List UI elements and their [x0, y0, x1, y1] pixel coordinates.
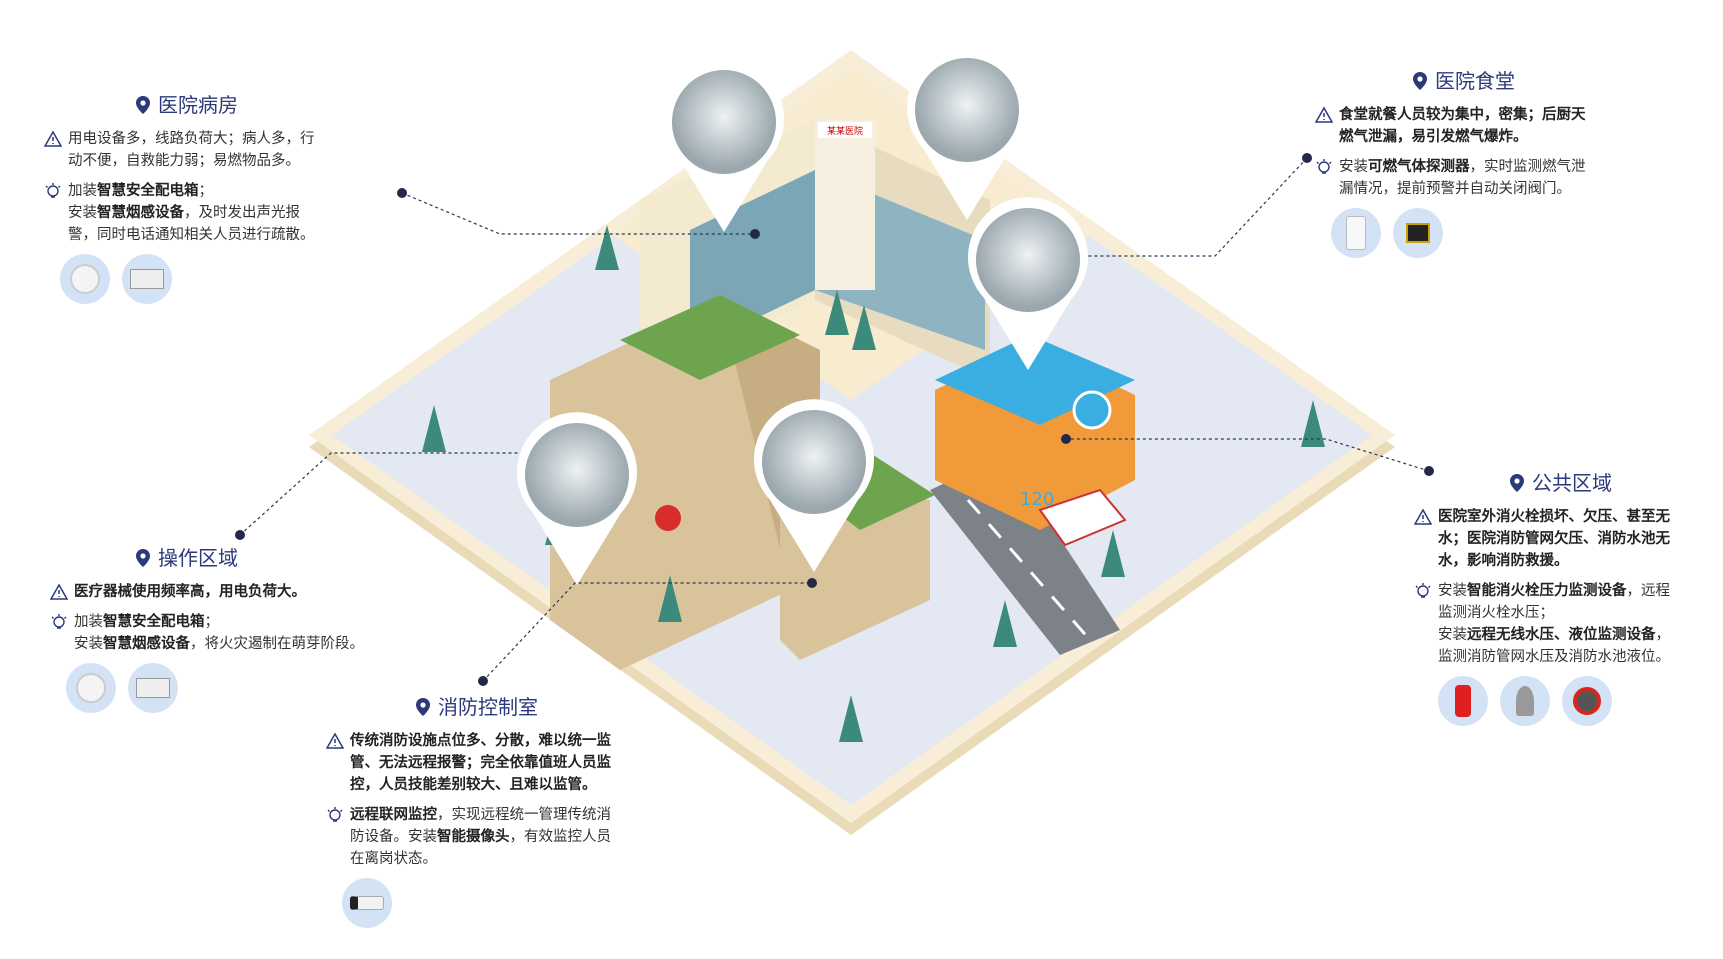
warning-icon [326, 732, 344, 749]
section-title: 消防控制室 [438, 695, 538, 719]
solution-text: 远程联网监控，实现远程统一管理传统消 防设备。安装智能摄像头，有效监控人员 在离… [350, 807, 611, 867]
lightbulb-icon [51, 614, 67, 629]
lightbulb-icon [45, 183, 61, 198]
solution-text: 安装可燃气体探测器，实时监测燃气泄 漏情况，提前预警并自动关闭阀门。 [1339, 159, 1586, 197]
smoke-detector-device [66, 663, 116, 713]
risk-text: 医院室外消火栓损坏、欠压、甚至无 水；医院消防管网欠压、消防水池无 水，影响消防… [1438, 509, 1670, 569]
pressure-sensor-device [1500, 676, 1550, 726]
emergency-building [935, 335, 1135, 530]
level-sensor-device [1562, 676, 1612, 726]
section-public: 公共区域 医院室外消火栓损坏、欠压、甚至无 水；医院消防管网欠压、消防水池无 水… [1414, 472, 1714, 726]
section-title: 公共区域 [1532, 471, 1612, 495]
section-control-room: 消防控制室 传统消防设施点位多、分散，难以统一监 管、无法远程报警；完全依靠值班… [326, 696, 646, 928]
ambulance: 120 [1020, 488, 1127, 547]
section-title: 医院食堂 [1435, 69, 1515, 93]
gas-detector-device [1331, 208, 1381, 258]
section-title: 医院病房 [158, 93, 238, 117]
photo-pin-canteen [906, 47, 1027, 220]
warning-icon [1414, 508, 1432, 525]
distribution-box-device [128, 663, 178, 713]
distribution-box-device [122, 254, 172, 304]
svg-text:某某医院: 某某医院 [827, 125, 863, 137]
connector-dots [235, 153, 1434, 686]
hospital-sign [818, 122, 872, 138]
smoke-detector-device [60, 254, 110, 304]
section-operation: 操作区域 医疗器械使用频率高，用电负荷大。 加装智慧安全配电箱； 安装智慧烟感设… [50, 547, 410, 713]
location-pin-icon [136, 549, 150, 567]
location-pin-icon [136, 96, 150, 114]
risk-text: 用电设备多，线路负荷大；病人多，行 动不便，自救能力弱；易燃物品多。 [68, 131, 315, 169]
lightbulb-icon [1316, 159, 1332, 174]
photo-pins [516, 47, 1089, 585]
photo-pin-ward [664, 59, 785, 232]
fire-hydrant-device [1438, 676, 1488, 726]
main-hospital-building: 某某医院 [640, 120, 990, 380]
warning-icon [44, 130, 62, 147]
photo-pin-control-room [754, 399, 875, 572]
road [930, 455, 1120, 655]
location-pin-icon [1413, 72, 1427, 90]
section-ward: 医院病房 用电设备多，线路负荷大；病人多，行 动不便，自救能力弱；易燃物品多。 … [44, 94, 344, 304]
risk-text: 食堂就餐人员较为集中，密集；后厨天 燃气泄漏，易引发燃气爆炸。 [1339, 107, 1586, 145]
camera-device [342, 878, 392, 928]
lightbulb-icon [1415, 583, 1431, 598]
section-title: 操作区域 [158, 546, 238, 570]
photo-pin-corridor [968, 197, 1089, 370]
ward-building [550, 295, 935, 670]
risk-text: 医疗器械使用频率高，用电负荷大。 [74, 584, 306, 600]
risk-text: 传统消防设施点位多、分散，难以统一监 管、无法远程报警；完全依靠值班人员监 控，… [350, 733, 611, 793]
photo-pin-operation [516, 412, 637, 585]
warning-icon [1315, 106, 1333, 123]
warning-icon [50, 583, 68, 600]
connector-lines [239, 157, 1430, 682]
svg-text:120: 120 [1020, 489, 1054, 510]
solution-text: 加装智慧安全配电箱； 安装智慧烟感设备，及时发出声光报 警，同时电话通知相关人员… [68, 183, 315, 243]
lightbulb-icon [327, 807, 343, 822]
section-canteen: 医院食堂 食堂就餐人员较为集中，密集；后厨天 燃气泄漏，易引发燃气爆炸。 安装可… [1315, 70, 1615, 258]
solution-text: 加装智慧安全配电箱； 安装智慧烟感设备，将火灾遏制在萌芽阶段。 [74, 614, 364, 652]
location-pin-icon [416, 698, 430, 716]
gas-valve-controller-device [1393, 208, 1443, 258]
location-pin-icon [1510, 474, 1524, 492]
solution-text: 安装智能消火栓压力监测设备，远程 监测消火栓水压； 安装远程无线水压、液位监测设… [1438, 583, 1670, 665]
